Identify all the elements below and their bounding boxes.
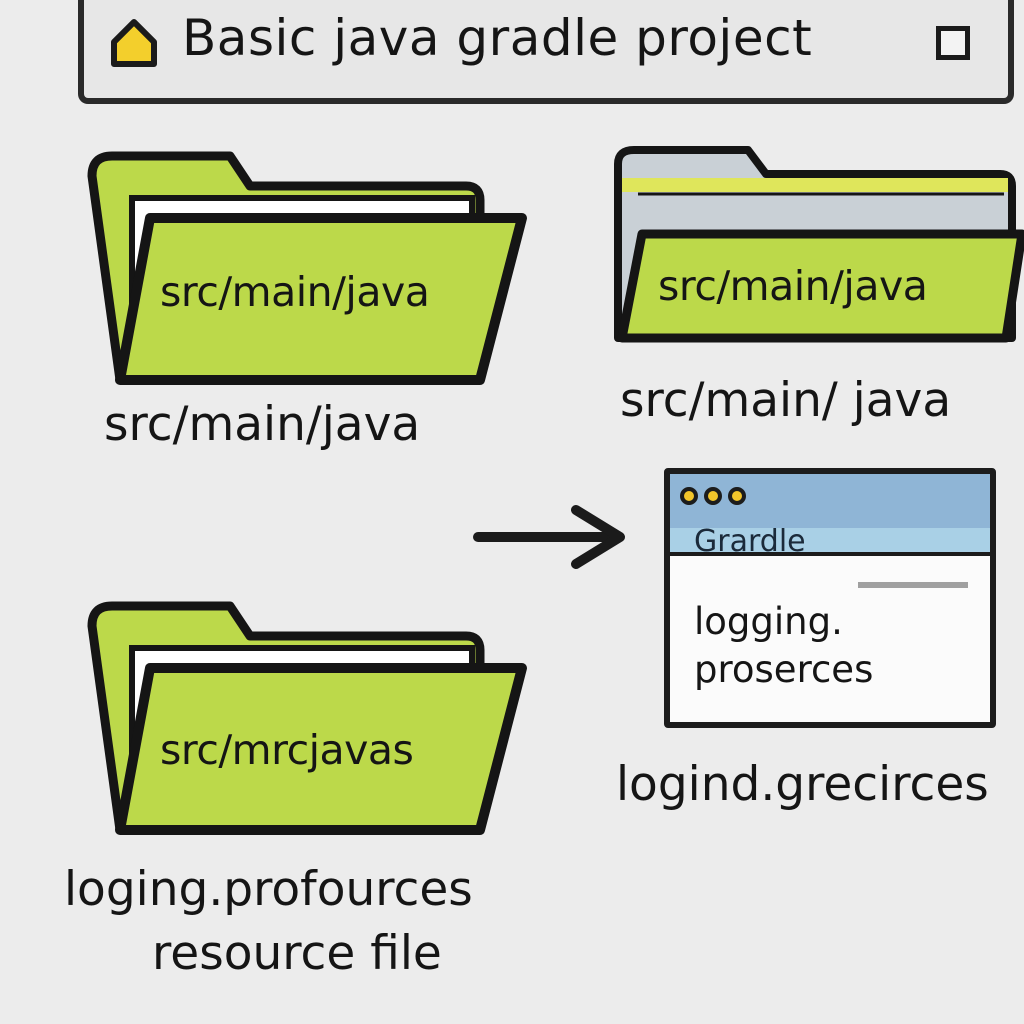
window-body-line: logging.	[694, 600, 843, 643]
window-title: Grardle	[694, 524, 806, 559]
window-dot-icon[interactable]	[704, 487, 722, 505]
folder-caption: src/main/java	[104, 397, 421, 452]
folder-icon[interactable]	[80, 598, 540, 848]
window-toolbar	[670, 528, 990, 556]
gradle-window[interactable]: Grardle logging. proserces	[664, 468, 996, 728]
title-bar: Basic java gradle project	[78, 0, 1014, 104]
window-body-line: proserces	[694, 648, 874, 691]
window-body: logging. proserces	[694, 598, 873, 694]
window-dot-icon[interactable]	[680, 487, 698, 505]
folder-caption: loging.profources resource file	[64, 858, 473, 986]
folder-icon[interactable]	[80, 148, 540, 398]
caption-line: loging.profources	[64, 862, 473, 917]
folder-label: src/main/java	[658, 262, 928, 310]
window-dot-icon[interactable]	[728, 487, 746, 505]
folder-caption: src/main/ java	[620, 373, 952, 428]
window-divider	[858, 582, 968, 588]
caption-line: resource file	[152, 926, 442, 981]
window-caption: logind.grecirces	[616, 757, 989, 812]
folder-label: src/mrcjavas	[160, 726, 414, 774]
folder-label: src/main/java	[160, 268, 430, 316]
window-header	[670, 474, 990, 528]
home-icon	[111, 19, 157, 67]
page-title: Basic java gradle project	[182, 9, 813, 67]
arrow-right-icon	[473, 505, 625, 569]
square-icon[interactable]	[936, 26, 970, 60]
folder-icon[interactable]	[608, 142, 1024, 352]
